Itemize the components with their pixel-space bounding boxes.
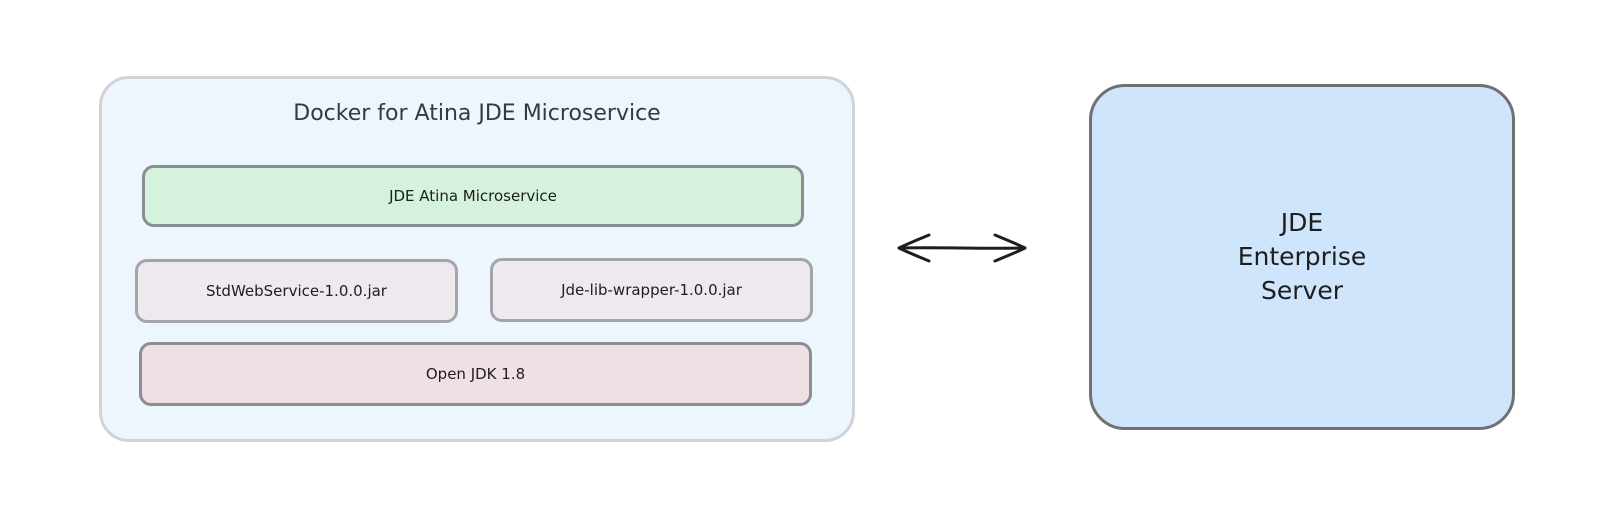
bidirectional-arrow <box>897 233 1027 263</box>
jde-lib-wrapper-jar-layer: Jde-lib-wrapper-1.0.0.jar <box>490 258 813 322</box>
jde-lib-wrapper-jar-label: Jde-lib-wrapper-1.0.0.jar <box>561 281 742 299</box>
docker-container-title: Docker for Atina JDE Microservice <box>293 101 661 126</box>
jde-enterprise-server-label: JDE Enterprise Server <box>1237 208 1367 305</box>
microservice-label: JDE Atina Microservice <box>389 187 557 205</box>
open-jdk-layer: Open JDK 1.8 <box>139 342 812 406</box>
stdwebservice-jar-layer: StdWebService-1.0.0.jar <box>135 259 458 323</box>
stdwebservice-jar-label: StdWebService-1.0.0.jar <box>206 282 387 300</box>
jde-enterprise-server: JDE Enterprise Server <box>1089 84 1515 430</box>
open-jdk-label: Open JDK 1.8 <box>425 365 526 383</box>
microservice-layer: JDE Atina Microservice <box>142 165 804 227</box>
